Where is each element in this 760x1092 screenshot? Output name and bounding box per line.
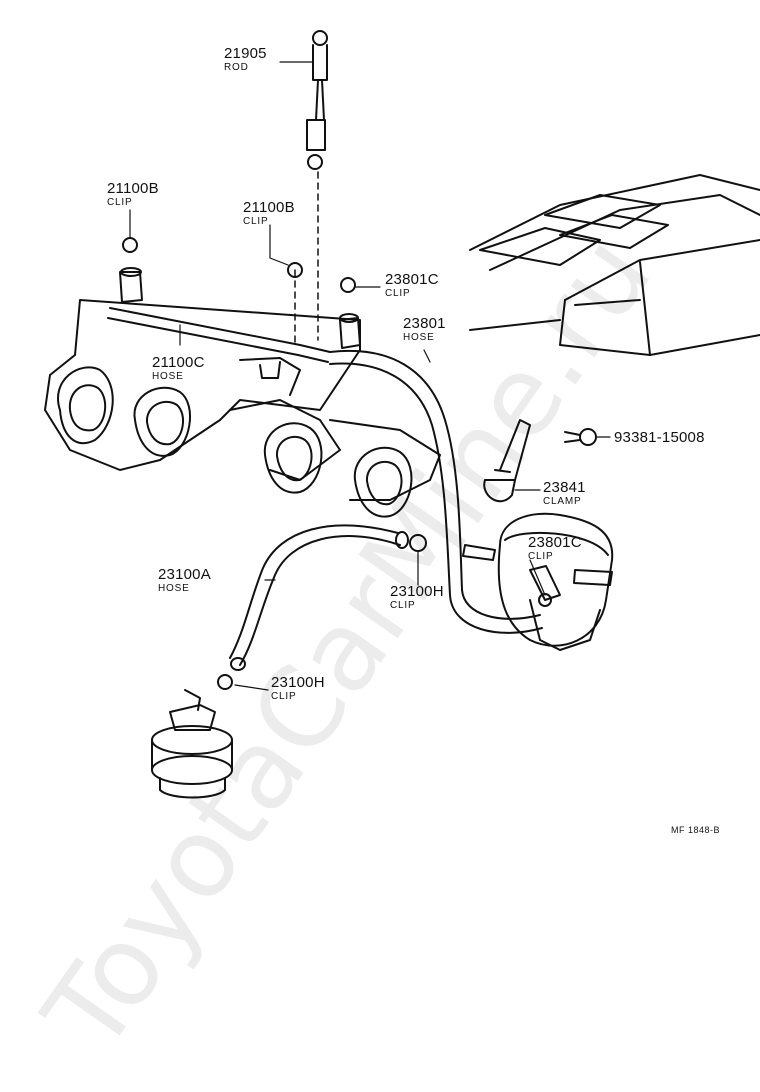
hose-21100c-art (107, 307, 331, 363)
label-hose-23100a: 23100A HOSE (158, 566, 211, 594)
fuel-filter (151, 689, 233, 799)
fuel-pump (462, 512, 614, 651)
label-bolt-93381: 93381-15008 (614, 429, 705, 446)
label-clip-23801c-top: 23801C CLIP (385, 271, 439, 299)
hose-23100a-art (229, 524, 409, 671)
label-clip-21100b-left: 21100B CLIP (107, 180, 159, 208)
label-clip-21100b-mid: 21100B CLIP (243, 199, 295, 227)
label-clip-23801c-pump: 23801C CLIP (528, 534, 582, 562)
clamp-23841-art (483, 419, 531, 503)
label-hose-21100c: 21100C HOSE (152, 354, 205, 382)
clip-shapes (122, 237, 552, 690)
leader-lines (129, 61, 611, 691)
rod-21905-art (294, 30, 328, 346)
label-clip-23100h-low: 23100H CLIP (271, 674, 325, 702)
bolt-93381-art (564, 428, 597, 446)
hose-23801-art (329, 349, 543, 634)
label-clamp-23841: 23841 CLAMP (543, 479, 586, 507)
label-clip-23100h-mid: 23100H CLIP (390, 583, 444, 611)
valve-cover (469, 174, 760, 356)
diagram-code: MF 1848-B (671, 825, 721, 835)
intake-manifold (44, 267, 441, 518)
label-hose-23801: 23801 HOSE (403, 315, 446, 343)
label-rod-21905: 21905 ROD (224, 45, 267, 73)
